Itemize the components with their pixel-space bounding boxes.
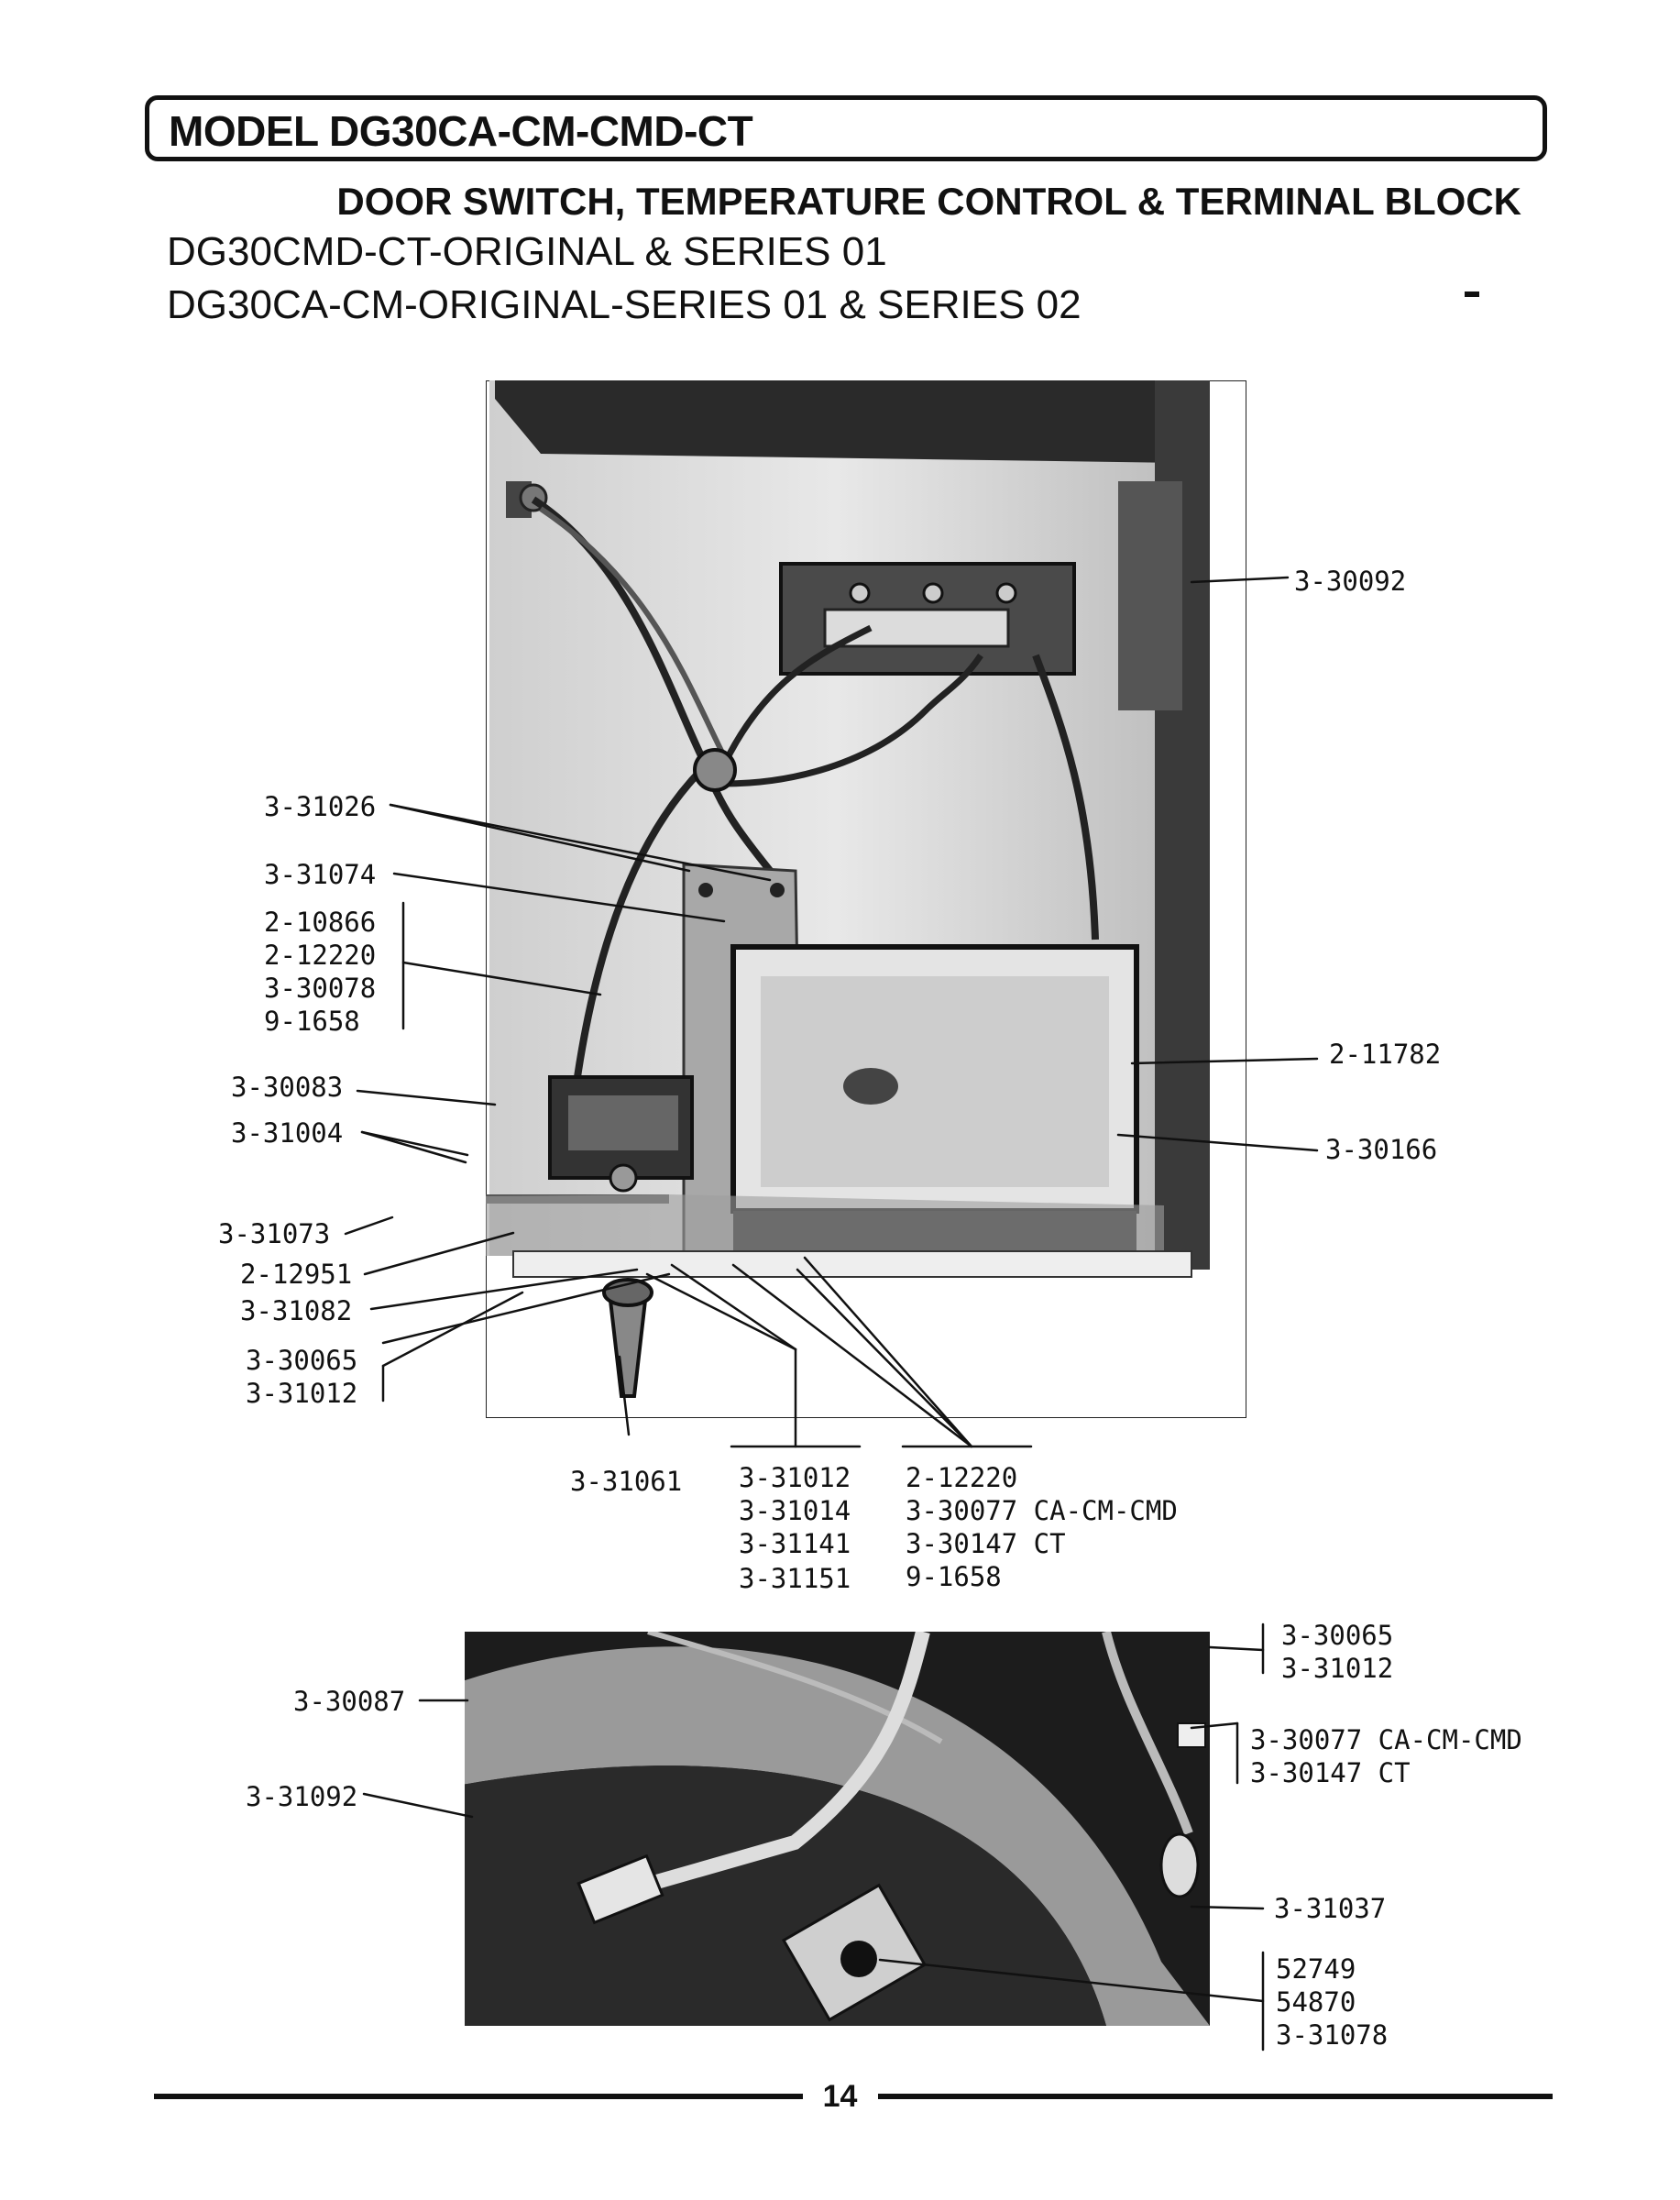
label-3-30078: 3-30078 [264, 973, 377, 1004]
label-3-31004: 3-31004 [231, 1117, 344, 1149]
model-title: MODEL DG30CA-CM-CMD-CT [169, 107, 753, 155]
label-3-31073: 3-31073 [218, 1218, 331, 1249]
page-number: 14 [822, 2079, 858, 2114]
label-3-30087: 3-30087 [293, 1686, 406, 1717]
bottom-parts-photo [465, 1632, 1210, 2026]
label-2-12220b: 2-12220 [906, 1462, 1018, 1493]
title-box [145, 95, 1547, 161]
label-3-31037: 3-31037 [1274, 1893, 1387, 1924]
label-2-10866: 2-10866 [264, 907, 377, 938]
label-3-31012: 3-31012 [246, 1378, 358, 1409]
label-3-30147b: 3-30147 CT [1250, 1757, 1411, 1788]
label-3-31141: 3-31141 [739, 1528, 851, 1559]
label-2-11782: 2-11782 [1329, 1039, 1442, 1070]
label-3-31061: 3-31061 [570, 1466, 683, 1497]
label-3-30077b: 3-30077 CA-CM-CMD [1250, 1724, 1522, 1755]
label-2-12220: 2-12220 [264, 940, 377, 971]
label-3-31012b: 3-31012 [739, 1462, 851, 1493]
label-3-31026: 3-31026 [264, 791, 377, 822]
top-parts-photo [486, 380, 1246, 1418]
label-3-30077: 3-30077 CA-CM-CMD [906, 1495, 1178, 1526]
label-9-1658b: 9-1658 [906, 1561, 1002, 1592]
label-3-31014: 3-31014 [739, 1495, 851, 1526]
label-2-12951: 2-12951 [240, 1259, 353, 1290]
label-3-30166: 3-30166 [1325, 1134, 1438, 1165]
footer-rule-left [154, 2094, 803, 2099]
series-line-1: DG30CMD-CT-ORIGINAL & SERIES 01 [167, 229, 887, 274]
label-52749: 52749 [1276, 1953, 1356, 1985]
label-3-30065: 3-30065 [246, 1345, 358, 1376]
label-54870: 54870 [1276, 1986, 1356, 2018]
label-3-31082: 3-31082 [240, 1295, 353, 1326]
label-3-30092: 3-30092 [1294, 566, 1407, 597]
label-3-31151: 3-31151 [739, 1563, 851, 1594]
stray-mark [1465, 292, 1479, 297]
section-subtitle: DOOR SWITCH, TEMPERATURE CONTROL & TERMI… [336, 180, 1521, 223]
label-3-31078: 3-31078 [1276, 2019, 1389, 2051]
series-line-2: DG30CA-CM-ORIGINAL-SERIES 01 & SERIES 02 [167, 282, 1082, 327]
label-3-30065b: 3-30065 [1281, 1620, 1394, 1651]
label-3-30083: 3-30083 [231, 1072, 344, 1103]
label-3-31012c: 3-31012 [1281, 1653, 1394, 1684]
label-3-30147: 3-30147 CT [906, 1528, 1066, 1559]
label-3-31074: 3-31074 [264, 859, 377, 890]
label-9-1658: 9-1658 [264, 1006, 360, 1037]
label-3-31092: 3-31092 [246, 1781, 358, 1812]
footer-rule-right [878, 2094, 1553, 2099]
